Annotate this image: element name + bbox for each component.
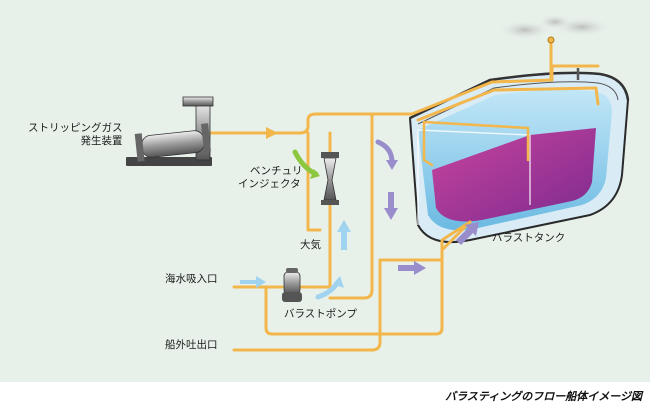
seawater-intake-arrow (240, 276, 266, 288)
ballasting-flow-diagram (126, 14, 630, 352)
label-ballast-pump: バラストポンプ (284, 308, 357, 320)
label-stripping-gas-line1: ストリッピングガス (28, 122, 123, 134)
generator-flange (201, 123, 211, 152)
mixed-flow-arrow-top (375, 139, 395, 165)
generator-stack-top (182, 96, 214, 107)
mixed-flow-arrow-down (384, 192, 398, 220)
label-venturi-line1: ベンチュリ (250, 165, 303, 177)
deck-rim-inner (417, 81, 619, 125)
gas-line-arrow (266, 127, 278, 139)
pump-motor (283, 271, 301, 295)
label-venturi-injector: ベンチュリ インジェクタ (238, 165, 303, 191)
seawater-curve-arrowhead (333, 276, 344, 288)
venturi-cap (321, 152, 339, 158)
label-ballast-tank: バラストタンク (492, 232, 566, 244)
pipe-tank-header-2 (416, 86, 600, 122)
pipe-tank-internal (422, 120, 530, 167)
deck-rim (409, 71, 630, 120)
pipe-gas-supply (206, 112, 414, 135)
mixed-flow-arrow-right (398, 261, 426, 275)
pipe-gas-to-venturi (306, 131, 322, 232)
generator-flange (134, 133, 145, 162)
seawater-up-arrow (337, 220, 351, 250)
mixed-flow-arrow-diag (456, 222, 479, 245)
tank-inner-wall (417, 129, 531, 225)
venturi-base (321, 200, 339, 205)
stripping-gas-generator (126, 96, 214, 166)
exhaust-smoke (537, 14, 573, 30)
generator-base (126, 157, 212, 166)
figure-caption: バラスティングのフロー船体イメージ図 (445, 390, 642, 403)
pipe-riser (328, 112, 374, 300)
vent-cap (547, 36, 555, 44)
pump-casing (282, 292, 302, 302)
diagram-panel: ストリッピングガス 発生装置 ベンチュリ インジェクタ 大気 海水吸入口 バラス… (0, 0, 650, 382)
label-atmosphere: 大気 (300, 239, 321, 251)
generator-body (141, 130, 205, 158)
pipe-tank-header (410, 64, 600, 116)
label-seawater-intake: 海水吸入口 (165, 273, 218, 285)
venturi-body (323, 157, 337, 201)
ballast-pump-unit (282, 268, 302, 302)
venturi-injector (321, 152, 339, 205)
mixed-flow-arrowhead-top (386, 160, 398, 170)
label-stripping-gas-line2: 発生装置 (80, 135, 123, 147)
flow-arrows (240, 127, 479, 300)
pipe-bypass-loop (264, 220, 472, 336)
label-stripping-gas-generator: ストリッピングガス 発生装置 (28, 122, 123, 148)
gas-flow-arrowhead (310, 169, 320, 179)
label-overboard-discharge: 船外吐出口 (165, 339, 218, 351)
pipe-discharge (232, 258, 444, 352)
pipe-tank-bottom (440, 220, 472, 252)
label-venturi-line2: インジェクタ (238, 178, 301, 190)
tank-fill-level (432, 128, 596, 222)
pump-top (286, 268, 298, 273)
